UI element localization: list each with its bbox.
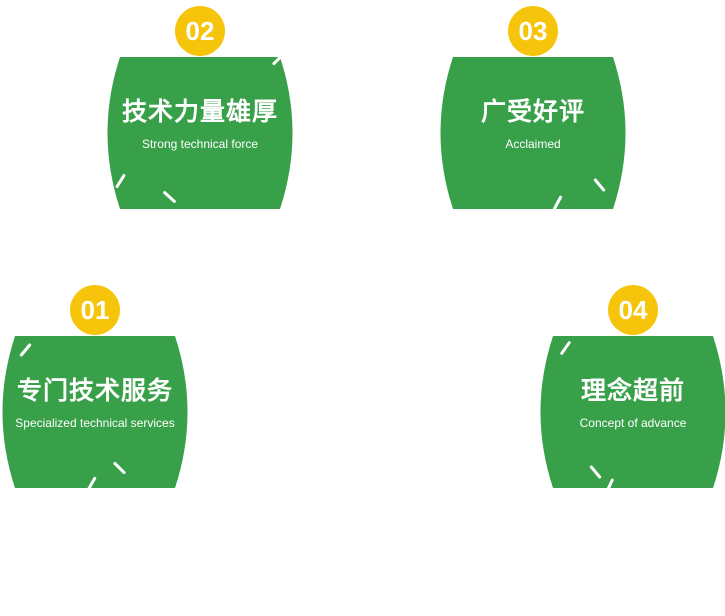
card-shape [440,57,626,209]
card-subtitle: Acclaimed [505,136,561,151]
card-content: 专门技术服务 Specialized technical services [0,336,190,488]
badge-number-text: 01 [80,294,110,325]
card-shape [107,57,293,209]
card-body: 理念超前 Concept of advance [538,336,725,494]
card-shape-path [440,57,626,209]
card-subtitle: Specialized technical services [15,415,175,430]
card-shape-path [540,336,725,488]
card-body: 专门技术服务 Specialized technical services [0,336,190,492]
feature-card-02: 02 技术力量雄厚 Strong technical force [105,6,295,210]
badge-number-text: 02 [185,15,215,46]
card-title: 理念超前 [580,376,685,405]
card-shape-path [2,336,188,488]
number-badge: 03 [508,6,558,56]
card-content: 技术力量雄厚 Strong technical force [105,57,295,209]
card-subtitle: Strong technical force [141,136,259,151]
card-title: 广受好评 [480,97,585,126]
number-badge: 01 [70,285,120,335]
card-title: 技术力量雄厚 [121,97,278,126]
card-shape-path [107,57,293,209]
card-shape [2,336,188,488]
badge-number-text: 03 [518,15,548,46]
card-content: 广受好评 Acclaimed [438,57,628,209]
card-body: 技术力量雄厚 Strong technical force [105,52,295,209]
badge-number-text: 04 [618,294,648,325]
card-shape [540,336,725,488]
number-badge: 02 [175,6,225,56]
card-subtitle: Concept of advance [579,415,687,430]
card-body: 广受好评 Acclaimed [438,57,628,211]
feature-card-01: 01 专门技术服务 Specialized technical services [0,285,190,492]
feature-card-03: 03 广受好评 Acclaimed [438,6,628,211]
number-badge: 04 [608,285,658,335]
card-content: 理念超前 Concept of advance [538,336,725,488]
card-title: 专门技术服务 [16,376,173,405]
feature-card-04: 04 理念超前 Concept of advance [538,285,725,494]
